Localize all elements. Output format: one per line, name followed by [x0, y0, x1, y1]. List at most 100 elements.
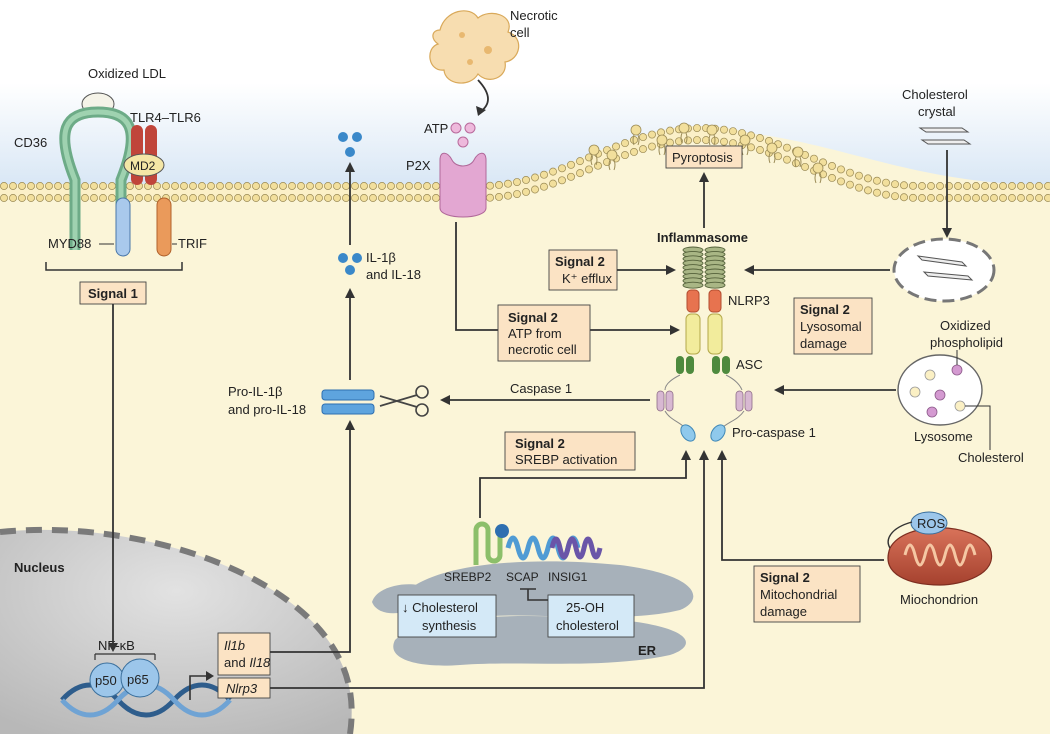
- signal1-label: Signal 1: [88, 286, 138, 301]
- hydroxycholesterol-line2: cholesterol: [556, 618, 619, 633]
- scissors-icon: [379, 385, 429, 417]
- signal2-mito-title: Signal 2: [760, 570, 810, 585]
- lysosome-crystals: [916, 255, 974, 281]
- extracellular-space: [0, 0, 1050, 185]
- trif-adaptor: [156, 197, 172, 257]
- asc-label: ASC: [736, 357, 763, 372]
- cholesterol-label: Cholesterol: [958, 450, 1024, 465]
- nlrp3-label: NLRP3: [728, 293, 770, 308]
- p2x-label: P2X: [406, 158, 431, 173]
- il18-gene-label: Il18: [249, 655, 271, 670]
- pyroptosis-label: Pyroptosis: [672, 150, 733, 165]
- nfkb-complex: NF-κB p50 p65: [89, 638, 160, 698]
- atp-label: ATP: [424, 121, 448, 136]
- signal2-lysosomal-line1: Lysosomal: [800, 319, 862, 334]
- signal2-lysosomal-line2: damage: [800, 336, 847, 351]
- and-word: and: [224, 655, 249, 670]
- mito-damage-arrow: [721, 458, 884, 561]
- p65-subunit: [120, 658, 160, 698]
- srebp2-label: SREBP2: [444, 570, 492, 584]
- pyroptosis-box: [665, 145, 743, 169]
- inhibition-bar: [520, 588, 548, 601]
- signal2-srebp-box: [504, 431, 636, 471]
- caspase1-label: Caspase 1: [510, 381, 572, 396]
- trif-label: TRIF: [178, 236, 207, 251]
- nlrp3-expression-arrow: [270, 458, 705, 689]
- il1b-il18-gene-box: [217, 632, 271, 676]
- il1b-gene-label: Il1b: [224, 638, 245, 653]
- signal2-atp-title: Signal 2: [508, 310, 558, 325]
- promoter-arrow: [189, 675, 206, 700]
- gene-to-pro-il1b-arrow: [270, 428, 351, 653]
- signal2-mito-line2: damage: [760, 604, 807, 619]
- necrotic-label-2: cell: [510, 25, 530, 40]
- cholesterol-synthesis-line2: synthesis: [422, 618, 477, 633]
- myd88-label: MYD88: [48, 236, 91, 251]
- cholesterol-crystal-label-2: crystal: [918, 104, 956, 119]
- signal2-k-efflux-title: Signal 2: [555, 254, 605, 269]
- p65-label: p65: [127, 672, 149, 687]
- pro-il1b-molecule: [321, 389, 375, 401]
- damaged-lysosome: [892, 237, 996, 303]
- nlrp3-nacht-left: [686, 289, 700, 313]
- and-il18-gene-label: and Il18: [224, 655, 271, 670]
- atp-molecules: [450, 122, 476, 148]
- necrotic-label: Necrotic: [510, 8, 558, 23]
- er-label: ER: [638, 643, 657, 658]
- mitochondrion: [887, 527, 993, 586]
- tlr4-tlr6-label: TLR4–TLR6: [130, 110, 201, 125]
- md2-protein: [123, 153, 165, 177]
- oxidized-ldl-label: Oxidized LDL: [88, 66, 166, 81]
- il1b-secreted-dots: [338, 132, 362, 157]
- procaspase1-label: Pro-caspase 1: [732, 425, 816, 440]
- inflammasome-label: Inflammasome: [657, 230, 748, 245]
- nucleus-label: Nucleus: [14, 560, 65, 575]
- nlrp3-pyd-left: [685, 313, 701, 355]
- il1b-intracellular-dots: [338, 253, 362, 275]
- insig1-protein: [549, 536, 603, 560]
- oxidized-pl-label-2: phospholipid: [930, 335, 1003, 350]
- insig1-label: INSIG1: [548, 570, 588, 584]
- lysosome-contents: [909, 364, 966, 418]
- il1b-label: IL-1β: [366, 250, 396, 265]
- nlrp3-gene-label: Nlrp3: [226, 681, 258, 696]
- oxidized-pl-label-1: Oxidized: [940, 318, 991, 333]
- signal2-lysosomal-box: [793, 297, 873, 355]
- cd36-label: CD36: [14, 135, 47, 150]
- srebp2-protein: [473, 521, 509, 565]
- myd88-adaptor: [115, 197, 131, 257]
- signal2-k-efflux-line1: K⁺ efflux: [562, 271, 612, 286]
- signal2-srebp-line1: SREBP activation: [515, 452, 617, 467]
- nlrp3-nacht-right: [708, 289, 722, 313]
- signal2-atp-line1: ATP from: [508, 326, 562, 341]
- nlrp3-pyd-right: [707, 313, 723, 355]
- pro-il18-molecule: [321, 403, 375, 415]
- cholesterol-crystals: [918, 127, 972, 145]
- nuclear-envelope: [0, 526, 355, 734]
- il18-label: and IL-18: [366, 267, 421, 282]
- hydroxycholesterol-box: [547, 594, 635, 638]
- signal2-mito-line1: Mitochondrial: [760, 587, 837, 602]
- cholesterol-synthesis-line1: ↓ Cholesterol: [402, 600, 478, 615]
- lysosome-label: Lysosome: [914, 429, 973, 444]
- cholesterol-crystal-label-1: Cholesterol: [902, 87, 968, 102]
- necrotic-cell: [429, 10, 520, 84]
- asc-adaptors: [676, 356, 730, 374]
- nlrp3-lrr-domains: [682, 246, 726, 289]
- signal2-lysosomal-title: Signal 2: [800, 302, 850, 317]
- hydroxycholesterol-line1: 25-OH: [566, 600, 604, 615]
- ros-arrow: [887, 521, 913, 549]
- plasma-membrane: [0, 122, 1050, 202]
- md2-label: MD2: [130, 159, 156, 173]
- p50-label: p50: [95, 673, 117, 688]
- procaspase1-molecules: [656, 374, 753, 442]
- cholesterol-synthesis-box: [397, 594, 497, 638]
- p2x-channel: [439, 152, 487, 218]
- signal2-mito-box: [753, 565, 861, 623]
- ros-label: ROS: [917, 516, 946, 531]
- signal2-atp-line2: necrotic cell: [508, 342, 577, 357]
- srebp-arrow: [479, 458, 687, 518]
- signal2-atp-box: [497, 304, 591, 362]
